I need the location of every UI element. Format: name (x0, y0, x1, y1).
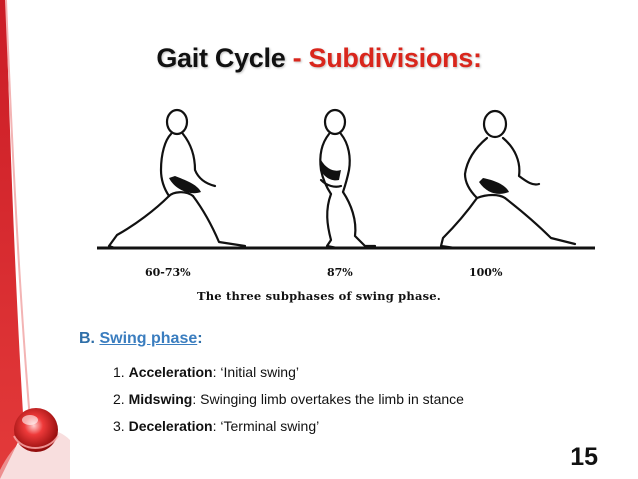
figure-acceleration (107, 108, 247, 250)
figure-midswing (319, 108, 377, 250)
item-description: Swinging limb overtakes the limb in stan… (200, 391, 464, 407)
section-colon: : (197, 330, 203, 347)
gem-icon (13, 408, 59, 452)
list-item: 2. Midswing: Swinging limb overtakes the… (113, 390, 464, 417)
list-item: 3. Deceleration: ‘Terminal swing’ (113, 417, 464, 444)
gait-figure: 60-73% 87% 100% (95, 100, 600, 305)
percent-label: 87% (327, 266, 353, 279)
walking-figures-illustration (97, 108, 595, 250)
title-subtitle: - Subdivisions: (285, 43, 482, 73)
item-separator: : (212, 364, 221, 380)
item-number: 2. (113, 391, 129, 407)
section-heading: B. Swing phase: (79, 330, 203, 348)
page-number: 15 (570, 443, 598, 471)
subphase-list: 1. Acceleration: ‘Initial swing’ 2. Mids… (113, 363, 464, 444)
percent-label: 60-73% (145, 266, 191, 279)
item-number: 1. (113, 364, 129, 380)
figure-deceleration (439, 109, 577, 250)
item-number: 3. (113, 418, 129, 434)
item-separator: : (212, 418, 221, 434)
item-term: Acceleration (128, 364, 213, 380)
figure-caption: The three subphases of swing phase. (196, 289, 442, 303)
item-description: ‘Initial swing’ (220, 364, 299, 380)
item-description: ‘Terminal swing’ (220, 418, 320, 434)
item-term: Midswing (128, 391, 193, 407)
section-prefix: B. (79, 330, 100, 347)
percent-label: 100% (469, 266, 503, 279)
item-term: Deceleration (128, 418, 213, 434)
title-main: Gait Cycle (156, 43, 286, 73)
item-separator: : (192, 391, 201, 407)
decorative-edge (0, 0, 70, 479)
swing-phase-link[interactable]: Swing phase (99, 330, 198, 347)
list-item: 1. Acceleration: ‘Initial swing’ (113, 363, 464, 390)
slide-title: Gait Cycle - Subdivisions: (0, 43, 638, 74)
